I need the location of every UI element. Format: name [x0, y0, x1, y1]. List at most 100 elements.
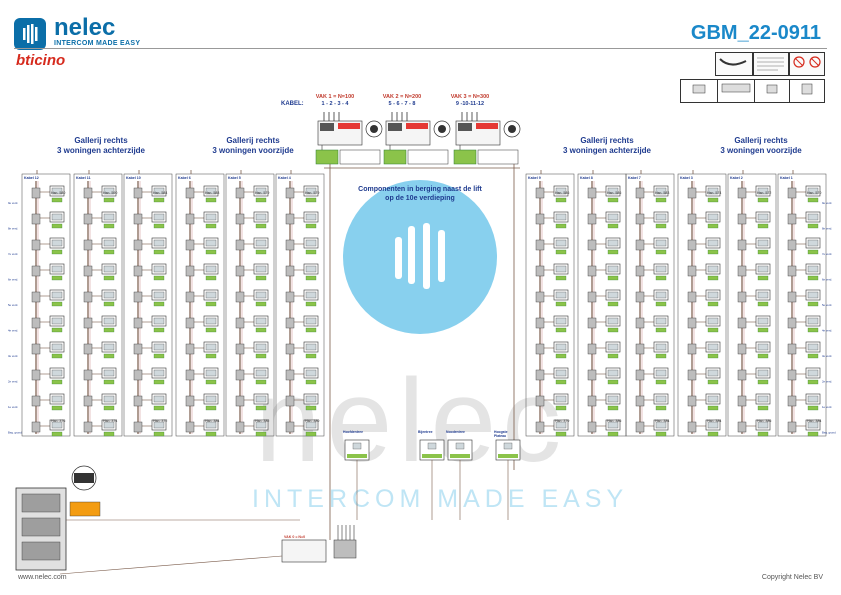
terminal-block [655, 301, 667, 307]
distributor [235, 291, 245, 303]
terminal-block [103, 327, 115, 333]
monitor-screen [255, 343, 267, 351]
distributor [635, 265, 645, 277]
distributor [535, 187, 545, 199]
distributor [635, 395, 645, 407]
floor-label-right: Beg. grond [822, 431, 836, 435]
distributor [235, 213, 245, 225]
terminal-block [255, 301, 267, 307]
terminal-block [807, 353, 819, 359]
controller-display [388, 123, 402, 131]
terminal-block [707, 353, 719, 359]
distributor [133, 187, 143, 199]
distributor [185, 213, 195, 225]
monitor-screen [255, 291, 267, 299]
distributor [737, 369, 747, 381]
monitor-screen [103, 317, 115, 325]
monitor-screen [255, 395, 267, 403]
monitor-screen [757, 369, 769, 377]
terminal-block [757, 301, 769, 307]
footer-url: www.nelec.com [18, 574, 67, 581]
monitor-screen [555, 343, 567, 351]
floor-label-left: 5e verd. [8, 303, 18, 307]
vak-module [383, 149, 407, 165]
house-number-bottom: Hsn. 384 [205, 419, 219, 423]
distributor [185, 421, 195, 433]
terminal-block [153, 379, 165, 385]
cable-label: Kabel 7 [628, 176, 641, 180]
group-title-left-front: Gallerij rechts 3 woningen voorzijde [212, 136, 294, 155]
controller-label-band [338, 123, 360, 129]
vak-3-title: VAK 3 = N=300 [450, 94, 490, 100]
terminal-block [205, 327, 217, 333]
terminal-block [255, 249, 267, 255]
kabel-label: KABEL: [281, 101, 304, 107]
house-number-top: Hsn. 570 [807, 191, 821, 195]
brand-name: nelec [54, 14, 116, 41]
terminal-block [103, 301, 115, 307]
entrance-terminal [498, 454, 518, 458]
monitor-screen [655, 317, 667, 325]
cable-label: Kabel 12 [24, 176, 39, 180]
distributor [185, 395, 195, 407]
monitor-screen [757, 395, 769, 403]
monitor-screen [153, 187, 165, 195]
monitor-screen [757, 213, 769, 221]
monitor-screen [153, 369, 165, 377]
terminal-block [655, 327, 667, 333]
column-frame [525, 173, 575, 437]
cable-label: Kabel 4 [278, 176, 291, 180]
monitor-screen [555, 421, 567, 429]
distributor [235, 187, 245, 199]
vak-2-cables: 5 - 6 - 7 - 8 [388, 101, 416, 107]
monitor-screen [305, 213, 317, 221]
monitor-screen [607, 291, 619, 299]
terminal-block [757, 353, 769, 359]
monitor-screen [51, 317, 63, 325]
monitor-screen [655, 187, 667, 195]
terminal-block [707, 223, 719, 229]
terminal-block [607, 223, 619, 229]
distributor [787, 239, 797, 251]
house-number-bottom: Hsn. 386 [757, 419, 771, 423]
monitor-screen [707, 317, 719, 325]
house-number-top: Hsn. 588 [205, 191, 219, 195]
terminal-block [255, 223, 267, 229]
terminal-block [707, 275, 719, 281]
terminal-block [305, 431, 317, 437]
monitor-screen [707, 265, 719, 273]
monitor-screen [255, 239, 267, 247]
terminal-block [153, 327, 165, 333]
house-number-top: Hsn. 572 [757, 191, 771, 195]
distributor [285, 421, 295, 433]
terminal-block [555, 353, 567, 359]
distributor [133, 265, 143, 277]
monitor-screen [51, 343, 63, 351]
distributor [737, 317, 747, 329]
terminal-block [555, 431, 567, 437]
terminal-block [707, 301, 719, 307]
monitor-screen [807, 317, 819, 325]
entrance-terminal [347, 454, 367, 458]
distributor [535, 343, 545, 355]
distributor [285, 213, 295, 225]
distributor [587, 187, 597, 199]
terminal-block [205, 223, 217, 229]
monitor-screen [655, 395, 667, 403]
monitor-screen [103, 395, 115, 403]
terminal-block [707, 379, 719, 385]
monitor-screen [555, 317, 567, 325]
terminal-block [305, 327, 317, 333]
distributor [185, 291, 195, 303]
monitor-screen [255, 187, 267, 195]
monitor-screen [655, 265, 667, 273]
vak-distributor [407, 149, 449, 165]
vak-2-header: VAK 2 = N=200 5 - 6 - 7 - 8 [372, 94, 432, 108]
terminal-block [153, 431, 165, 437]
distributor [185, 369, 195, 381]
monitor-screen [305, 369, 317, 377]
terminal-block [255, 431, 267, 437]
distributor [635, 213, 645, 225]
group-title-right-back: Gallerij rechts 3 woningen achterzijde [562, 136, 651, 155]
house-number-bottom: Hsn. 372 [153, 419, 167, 423]
